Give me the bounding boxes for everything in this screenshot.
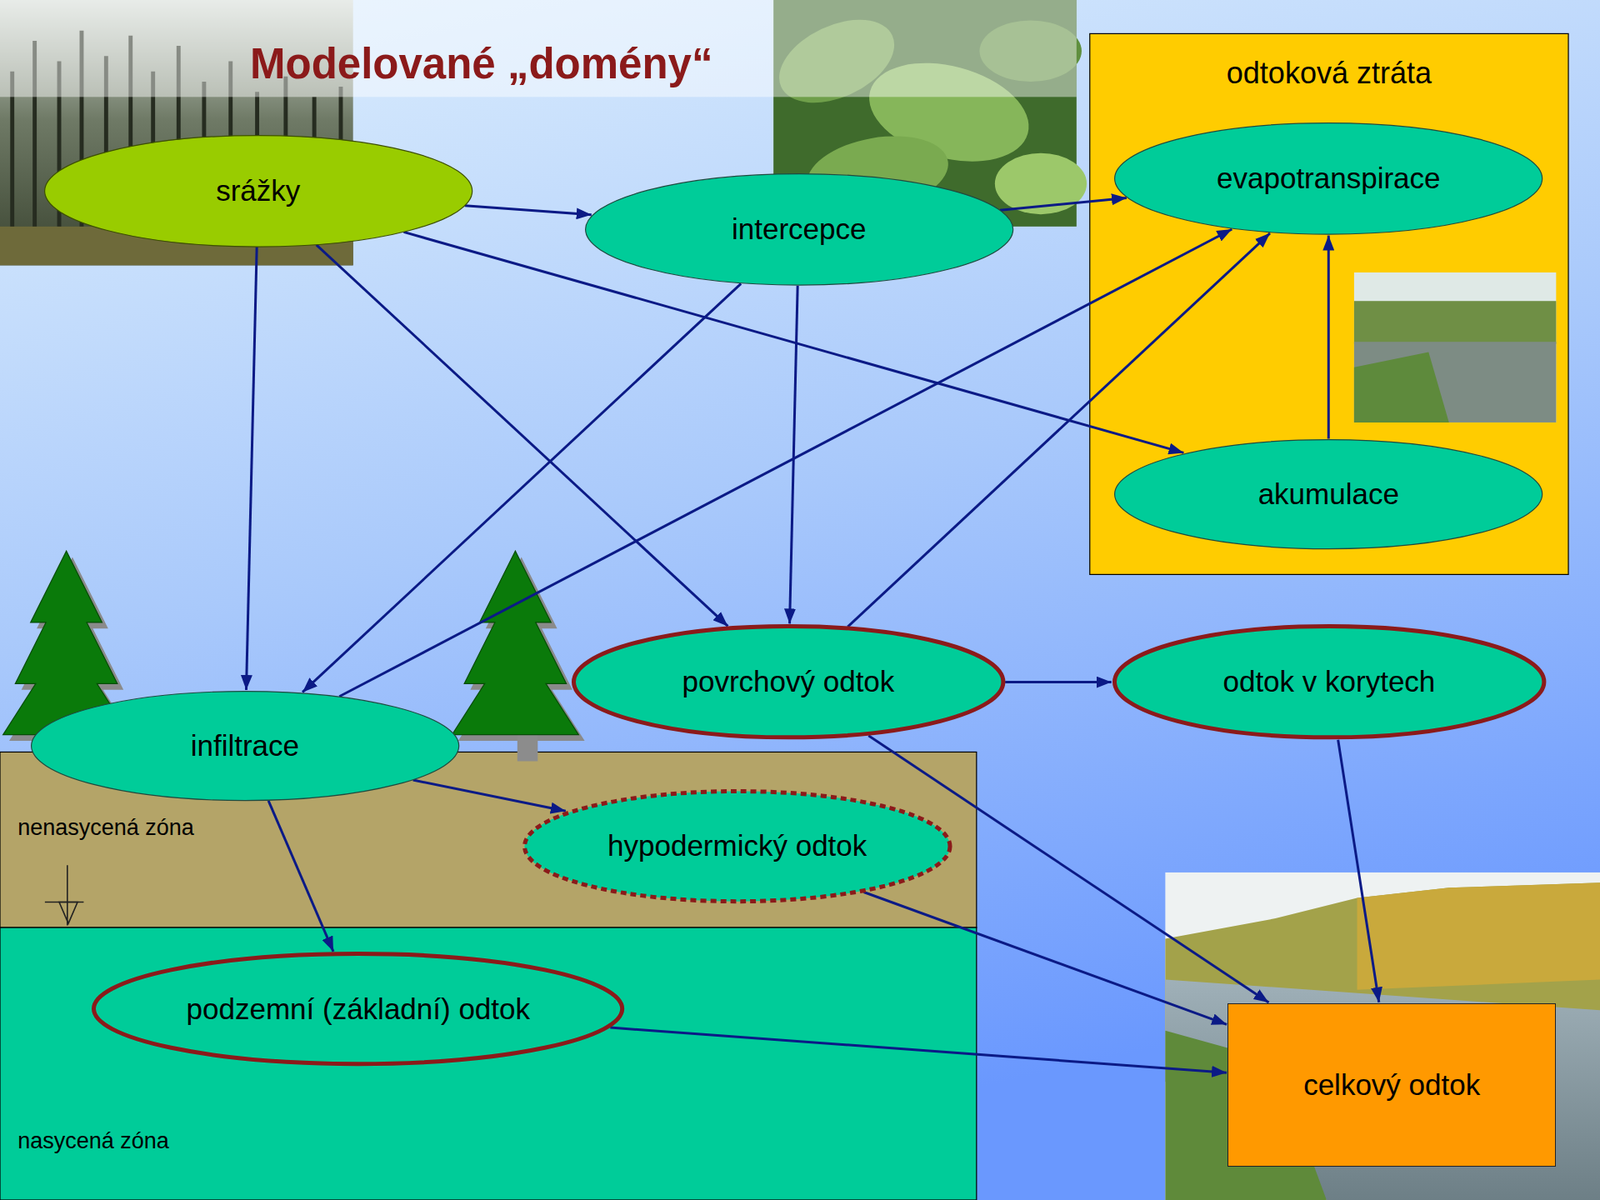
ellipse-shape: [585, 174, 1013, 285]
process-ellipse: evapotranspirace: [1114, 122, 1543, 235]
process-ellipse: akumulace: [1114, 439, 1543, 550]
ellipse-shape: [1115, 123, 1543, 235]
saturated-zone-fill: [0, 927, 977, 1200]
loss-box-fill: [1090, 33, 1569, 575]
flow-arrow: [245, 246, 257, 690]
ellipse-shape: [44, 135, 472, 246]
flow-arrow: [465, 205, 592, 215]
diagram-title: Modelované „domény“: [250, 39, 713, 89]
group-box: odtoková ztráta evapotranspirace akumulace: [1090, 33, 1569, 575]
ellipse-shape: [573, 626, 1003, 738]
river-photo: [1165, 872, 1600, 1200]
soil-band: nasycená zóna podzemní (základní) odtok: [0, 927, 977, 1200]
modelled-ellipse: podzemní (základní) odtok: [91, 951, 625, 1066]
zone-label: nenasycená zóna: [14, 815, 198, 841]
node-label: srážky: [215, 174, 300, 208]
flow-arrow: [864, 891, 1228, 1025]
node-label: povrchový odtok: [681, 665, 895, 699]
process-ellipse: infiltrace: [30, 690, 460, 801]
soil-band: nenasycená zóna hypodermický odtok: [0, 751, 977, 928]
flow-arrow: [268, 800, 334, 952]
ellipse-shape: [1114, 626, 1544, 738]
ellipse-shape: [30, 691, 459, 801]
flow-arrow: [302, 283, 741, 692]
ellipse-shape: [524, 790, 950, 901]
title-band: [0, 0, 1077, 97]
flow-arrow: [610, 1027, 1227, 1073]
modelled-ellipse: povrchový odtok: [571, 624, 1005, 740]
node-label: intercepce: [731, 212, 866, 246]
process-ellipse: srážky: [44, 135, 473, 248]
node-label: infiltrace: [190, 729, 300, 763]
flood-photo: [1354, 272, 1556, 423]
flow-arrow: [847, 233, 1270, 627]
flow-arrow: [790, 285, 799, 625]
process-ellipse: intercepce: [585, 173, 1014, 286]
flow-arrow: [1005, 680, 1112, 684]
flow-arrow: [1000, 198, 1127, 211]
node-label: hypodermický odtok: [607, 829, 867, 863]
flow-arrow: [1338, 740, 1380, 1003]
ellipse-shape: [94, 954, 623, 1065]
water-table-symbol: [45, 865, 85, 925]
modelled-ellipse: odtok v korytech: [1112, 624, 1546, 740]
flow-arrow: [413, 780, 566, 811]
node-label: evapotranspirace: [1216, 161, 1441, 195]
flow-arrow: [1327, 235, 1330, 440]
node-label: celkový odtok: [1303, 1068, 1480, 1102]
zone-label: nasycená zóna: [14, 1128, 173, 1155]
group-heading: odtoková ztráta: [1226, 55, 1432, 90]
node-label: odtok v korytech: [1222, 665, 1435, 699]
node-label: podzemní (základní) odtok: [186, 992, 530, 1026]
node-label: akumulace: [1258, 477, 1400, 511]
flow-arrow: [316, 245, 729, 627]
result-box: celkový odtok: [1227, 1003, 1556, 1167]
spruce-tree: [451, 550, 585, 761]
ellipse-shape: [1115, 439, 1543, 549]
modelled-ellipse: hypodermický odtok: [522, 789, 953, 904]
